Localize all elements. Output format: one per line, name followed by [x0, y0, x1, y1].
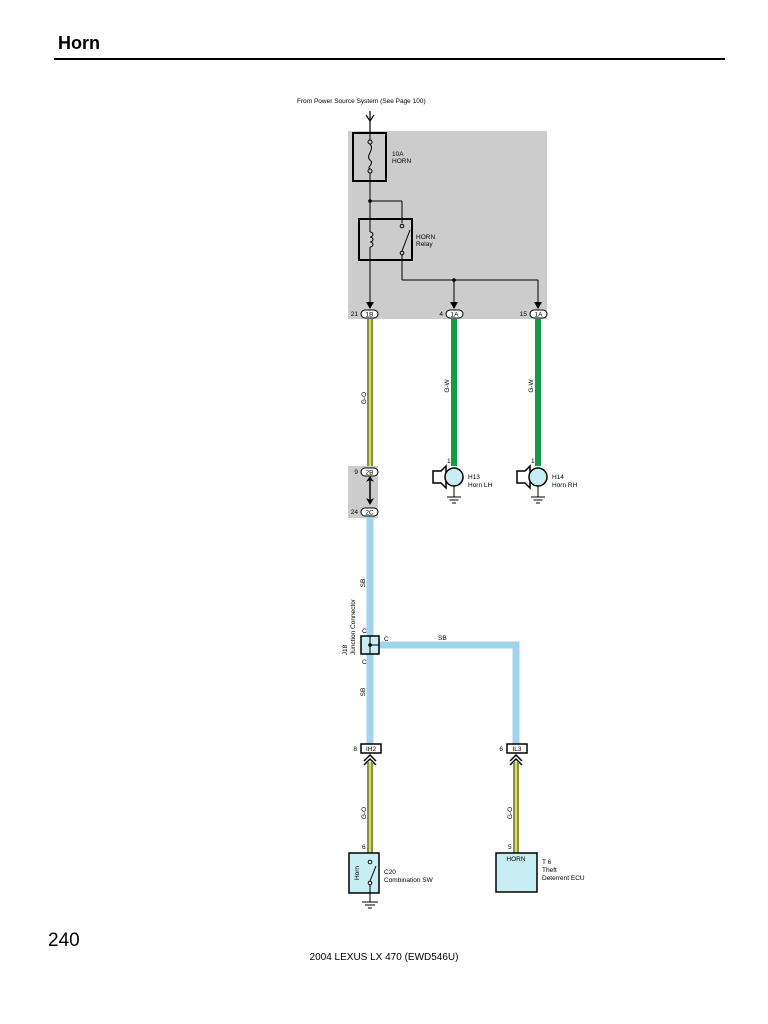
svg-text:2C: 2C [365, 510, 374, 517]
j18-pin-bottom: C [362, 659, 367, 666]
jb-pin-21-1b: 21 1B [351, 309, 379, 319]
svg-text:1A: 1A [451, 312, 460, 319]
horn-lh-icon [432, 464, 464, 504]
svg-text:24: 24 [351, 509, 359, 516]
theft-ecu-code: T 6 [542, 859, 552, 866]
pin-arrows-icon [366, 302, 542, 309]
horn-lh-name: Horn LH [468, 482, 493, 489]
fuse-name: HORN [392, 158, 411, 165]
combination-sw-pin: 6 [362, 844, 366, 851]
theft-ecu-pin: 5 [508, 844, 512, 851]
svg-text:IL3: IL3 [512, 746, 521, 753]
svg-text:6: 6 [499, 746, 503, 753]
svg-text:9: 9 [354, 469, 358, 476]
svg-text:1B: 1B [366, 312, 374, 319]
page-number: 240 [48, 930, 80, 951]
power-input-arrow-icon [365, 111, 375, 131]
j18-name: Junction Connector [350, 598, 357, 655]
wire-label-g-o-upper: G-O [361, 392, 368, 404]
page-title: Horn [58, 33, 100, 53]
rb-pin-9-2b: 9 2B [354, 467, 379, 477]
theft-ecu-terminal: HORN [506, 856, 525, 863]
horn-lh-pin: 1 [447, 458, 451, 465]
wire-label-sb-lower: SB [360, 688, 367, 697]
wire-sb-to-ecu [378, 641, 520, 744]
horn-lh-code: H13 [468, 474, 480, 481]
theft-ecu-name-line1: Theft [542, 867, 557, 874]
jb-pin-15-1a: 15 1A [520, 309, 548, 319]
svg-text:21: 21 [351, 311, 359, 318]
svg-text:4: 4 [439, 311, 443, 318]
relay-name: HORN [416, 234, 435, 241]
theft-ecu-name-line2: Deterrent ECU [542, 875, 585, 882]
combination-sw-name: Combination SW [384, 877, 434, 884]
horn-rh-code: H14 [552, 474, 564, 481]
combination-sw-terminal: Horn [354, 866, 361, 880]
wire-label-g-w-rh: G-W [528, 378, 535, 392]
horn-rh-icon [516, 464, 548, 504]
j18-code: J18 [342, 644, 349, 655]
combination-sw-symbol [348, 852, 380, 902]
svg-text:15: 15 [520, 311, 528, 318]
connector-arrows-icon [366, 476, 374, 505]
relay-type: Relay [416, 241, 433, 248]
wire-label-sb-horizontal: SB [438, 635, 447, 642]
svg-text:IH2: IH2 [366, 746, 377, 753]
svg-text:2B: 2B [366, 470, 374, 477]
horn-relay-symbol [358, 199, 539, 305]
jb-pin-4-1a: 4 1A [439, 309, 464, 319]
svg-text:1A: 1A [535, 312, 544, 319]
combination-sw-code: C20 [384, 869, 396, 876]
inline-connector-il3: 6 IL3 [499, 743, 528, 766]
j18-pin-top: C [362, 628, 367, 635]
horn-rh-pin: 1 [531, 458, 535, 465]
ground-icon [362, 901, 378, 909]
fuse-symbol [352, 131, 387, 221]
wire-label-g-o-lower-left: G-O [361, 807, 368, 819]
source-note: From Power Source System (See Page 100) [297, 98, 426, 105]
rb-pin-24-2c: 24 2C [351, 507, 379, 517]
junction-block-area [348, 131, 547, 319]
title-rule [54, 58, 725, 60]
inline-connector-ih2: 8 IH2 [353, 743, 382, 766]
theft-ecu-box [495, 852, 538, 893]
wire-label-g-w-lh: G-W [444, 378, 451, 392]
j18-pin-right: C [384, 636, 389, 643]
junction-connector-j18 [360, 635, 380, 655]
footer-text: 2004 LEXUS LX 470 (EWD546U) [309, 952, 459, 963]
fuse-rating: 10A [392, 151, 404, 158]
svg-text:8: 8 [353, 746, 357, 753]
wire-label-g-o-lower-right: G-O [507, 807, 514, 819]
wire-label-sb-upper: SB [360, 579, 367, 588]
horn-rh-name: Horn RH [552, 482, 578, 489]
